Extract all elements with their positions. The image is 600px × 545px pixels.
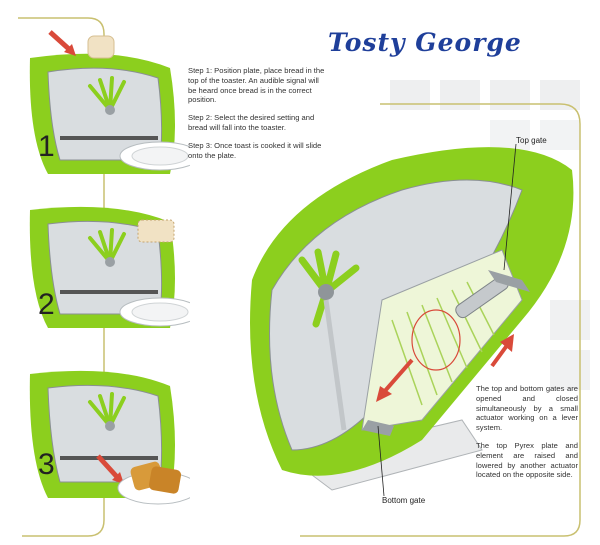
step-3-text: Step 3: Once toast is cooked it will sli… <box>188 140 322 160</box>
steps-instructions: Step 1: Position plate, place bread in t… <box>188 66 328 168</box>
step-1-text: Step 1: Position plate, place bread in t… <box>188 66 325 105</box>
description-paragraph-1: The top and bottom gates are opened and … <box>476 384 578 433</box>
step-number-2: 2 <box>38 288 55 321</box>
toaster-step-3 <box>29 370 190 505</box>
toaster-cutaway <box>250 143 574 497</box>
background-tiles <box>390 80 590 390</box>
toaster-step-1 <box>29 30 190 174</box>
mechanism-description: The top and bottom gates are opened and … <box>476 384 578 488</box>
toaster-step-2 <box>29 206 190 328</box>
step-2-text: Step 2: Select the desired setting and b… <box>188 113 315 132</box>
top-gate-label: Top gate <box>516 136 547 145</box>
description-paragraph-2: The top Pyrex plate and element are rais… <box>476 440 578 480</box>
product-title: Tosty George <box>328 28 522 57</box>
step-number-1: 1 <box>38 130 55 163</box>
step-number-3: 3 <box>38 448 55 481</box>
bottom-gate-label: Bottom gate <box>382 496 426 505</box>
